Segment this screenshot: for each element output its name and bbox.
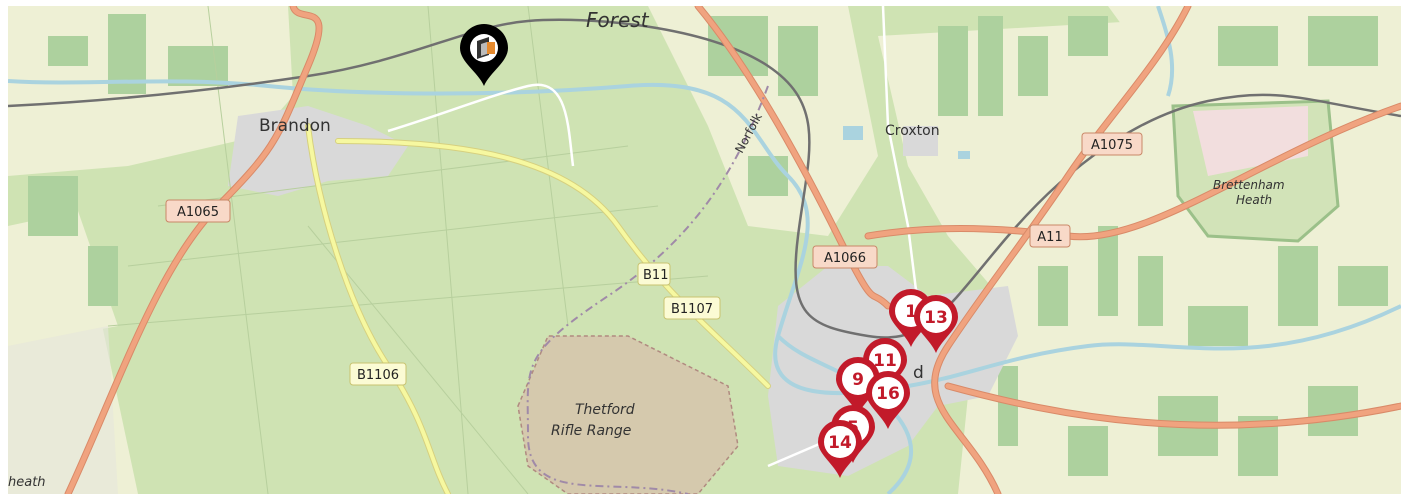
marker-14[interactable]: 14: [818, 420, 862, 478]
road-shields: A1065 A1066 A1075 A11 B11 B1107 B1106: [165, 132, 1143, 386]
label-rifle-range-1: Thetford: [575, 402, 635, 418]
svg-text:16: 16: [876, 384, 900, 404]
label-brettenham: Brettenham: [1213, 178, 1285, 192]
svg-text:A1066: A1066: [824, 251, 866, 266]
woodland-blocks: [28, 14, 1388, 476]
svg-text:13: 13: [924, 308, 948, 328]
county-boundary: [526, 85, 769, 494]
map-viewport[interactable]: Forest Brandon Croxton Norfolk Brettenha…: [8, 6, 1401, 494]
svg-text:B1107: B1107: [671, 302, 713, 317]
pond: [843, 126, 863, 140]
svg-text:B11: B11: [643, 268, 668, 283]
pond-small: [958, 151, 970, 159]
shield-a11: A11: [1029, 224, 1071, 248]
label-heath: Heath: [1236, 193, 1272, 207]
label-brandon: Brandon: [259, 116, 331, 136]
primary-roads: [64, 6, 1401, 494]
svg-text:A1075: A1075: [1091, 138, 1133, 153]
shield-a1066: A1066: [812, 245, 878, 269]
svg-text:1: 1: [905, 302, 917, 322]
svg-text:A1065: A1065: [177, 205, 219, 220]
label-forest: Forest: [586, 8, 650, 32]
poi-location-marker[interactable]: [460, 24, 508, 86]
marker-11[interactable]: 11: [863, 338, 907, 396]
secondary-roads: [305, 123, 771, 494]
marker-9[interactable]: 9: [836, 357, 880, 415]
shield-b11: B11: [637, 262, 671, 286]
shield-b1106: B1106: [349, 362, 407, 386]
shield-a1075: A1075: [1081, 132, 1143, 156]
svg-text:9: 9: [852, 370, 864, 390]
svg-text:14: 14: [828, 433, 852, 453]
map-canvas: Forest Brandon Croxton Norfolk Brettenha…: [8, 6, 1401, 494]
label-heath-sw: heath: [8, 475, 46, 490]
svg-text:A11: A11: [1037, 230, 1062, 245]
shield-a1065: A1065: [165, 199, 231, 223]
shield-b1107: B1107: [663, 296, 721, 320]
label-croxton: Croxton: [885, 123, 940, 139]
marker-13[interactable]: 13: [914, 295, 958, 353]
poi-location-icon: [477, 37, 495, 59]
svg-text:11: 11: [873, 351, 897, 371]
numbered-markers: 1 13 11 9 16 5 14: [818, 289, 958, 478]
marker-16[interactable]: 16: [866, 371, 910, 429]
railways: [8, 18, 1401, 339]
rifle-range-area: [517, 335, 739, 494]
svg-text:B1106: B1106: [357, 368, 399, 383]
label-thetford-fragment: d: [913, 363, 924, 383]
label-rifle-range-2: Rifle Range: [551, 423, 631, 439]
